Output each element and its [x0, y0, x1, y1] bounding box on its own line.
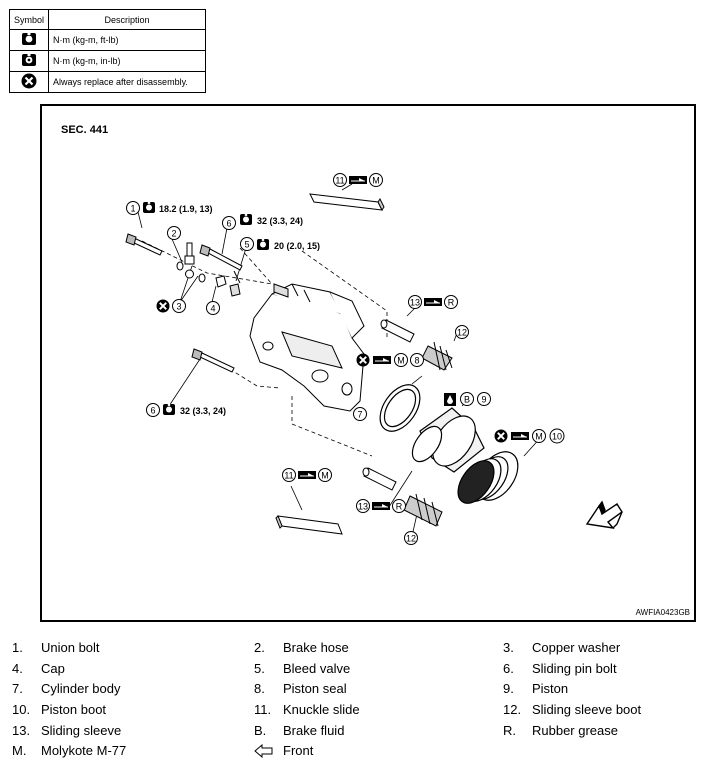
union-bolt-part [125, 233, 163, 256]
exploded-diagram: SEC. 441 AWFIA0423GB [40, 104, 696, 622]
legend-key: 12. [503, 702, 522, 717]
legend-text: Molykote M-77 [41, 743, 127, 758]
legend-text: Brake hose [283, 640, 349, 655]
callout-number: 2 [171, 229, 176, 239]
knuckle-slide-upper [309, 193, 385, 211]
grease-letter: M [321, 471, 329, 481]
legend-text: Piston [532, 681, 569, 696]
legend-text: Sliding pin bolt [532, 661, 617, 676]
legend-text: Sliding sleeve [41, 723, 122, 738]
callout-torque: 18.2 (1.9, 13) [159, 204, 213, 214]
legend-key: 1. [12, 640, 23, 655]
callout-number: 13 [358, 502, 368, 512]
legend-text: Cap [41, 661, 65, 676]
callout-number: 4 [210, 304, 215, 314]
legend-key: 10. [12, 702, 31, 717]
caliper-drawing: 1 18.2 (1.9, 13) 2 6 32 (3.3, 24) 5 20 (… [125, 173, 623, 545]
legend-text: Rubber grease [532, 723, 618, 738]
description-header: Description [48, 9, 206, 30]
legend-key: 6. [503, 661, 514, 676]
cylinder-body-part [249, 283, 365, 412]
legend-text: Brake fluid [283, 723, 345, 738]
legend-text: Knuckle slide [283, 702, 360, 717]
callout-number: 8 [414, 356, 419, 366]
replace-x-icon [21, 73, 37, 89]
grease-letter: M [397, 356, 405, 366]
piston-seal-part [379, 384, 421, 432]
torque-wrench-small-icon [22, 53, 36, 66]
sliding-pin-bolt-upper [199, 244, 243, 271]
legend-key: 11. [254, 702, 272, 717]
legend-key: 2. [254, 640, 265, 655]
legend-text: Copper washer [532, 640, 621, 655]
legend-key: R. [503, 723, 516, 738]
torque-wrench-icon [22, 32, 36, 45]
piston-part [411, 407, 485, 473]
callout-number: 5 [244, 240, 249, 250]
legend-key: 7. [12, 681, 23, 696]
callout-number: 12 [406, 534, 416, 544]
callout-torque: 32 (3.3, 24) [257, 216, 303, 226]
grease-letter: R [448, 298, 455, 308]
grease-letter: R [396, 502, 403, 512]
symbol-cell [8, 50, 50, 72]
legend-key: 4. [12, 661, 23, 676]
legend-text: Bleed valve [283, 661, 351, 676]
piston-boot-part [457, 451, 519, 504]
symbol-cell [8, 29, 50, 51]
legend-key: 13. [12, 723, 31, 738]
symbol-description: N·m (kg-m, ft-lb) [48, 29, 206, 51]
callout-number: 3 [176, 302, 181, 312]
brake-hose-part [184, 242, 195, 279]
symbol-header: Symbol [8, 9, 50, 30]
legend-text: Cylinder body [41, 681, 121, 696]
section-label: SEC. 441 [61, 124, 109, 136]
legend-key: M. [12, 743, 27, 758]
legend-key: B. [254, 723, 267, 738]
legend-text: Front [283, 743, 314, 758]
callout-number: 6 [150, 406, 155, 416]
callout-number: 6 [226, 219, 231, 229]
legend-text: Piston seal [283, 681, 347, 696]
symbol-description: Always replace after disassembly. [48, 71, 206, 93]
symbol-cell [8, 71, 50, 93]
legend-text: Sliding sleeve boot [532, 702, 642, 717]
callout-torque: 32 (3.3, 24) [180, 406, 226, 416]
legend-key: 5. [254, 661, 265, 676]
callout-torque: 20 (2.0, 15) [274, 241, 320, 251]
symbol-description: N·m (kg-m, in-lb) [48, 50, 206, 72]
callout-number: 11 [335, 176, 344, 186]
callout-number: 13 [410, 298, 420, 308]
callout-number: 9 [481, 395, 486, 405]
grease-letter: M [535, 432, 543, 442]
callout-number: 11 [284, 471, 293, 481]
grease-letter: M [372, 176, 380, 186]
legend-key: 3. [503, 640, 514, 655]
fluid-letter: B [464, 395, 470, 405]
callout-number: 1 [130, 204, 135, 214]
legend-key: 9. [503, 681, 514, 696]
front-arrow-icon [254, 742, 274, 763]
callout-number: 12 [457, 328, 467, 338]
symbol-legend-table: Symbol Description N·m (kg-m, ft-lb) N·m… [8, 9, 206, 93]
figure-id: AWFIA0423GB [635, 608, 690, 617]
legend-text: Union bolt [41, 640, 100, 655]
front-arrow [585, 500, 623, 529]
callout-number: 10 [552, 432, 562, 442]
legend-key: 8. [254, 681, 265, 696]
legend-text: Piston boot [41, 702, 107, 717]
callout-number: 7 [357, 410, 362, 420]
sliding-pin-bolt-lower [191, 348, 235, 373]
knuckle-slide-lower [275, 515, 343, 535]
